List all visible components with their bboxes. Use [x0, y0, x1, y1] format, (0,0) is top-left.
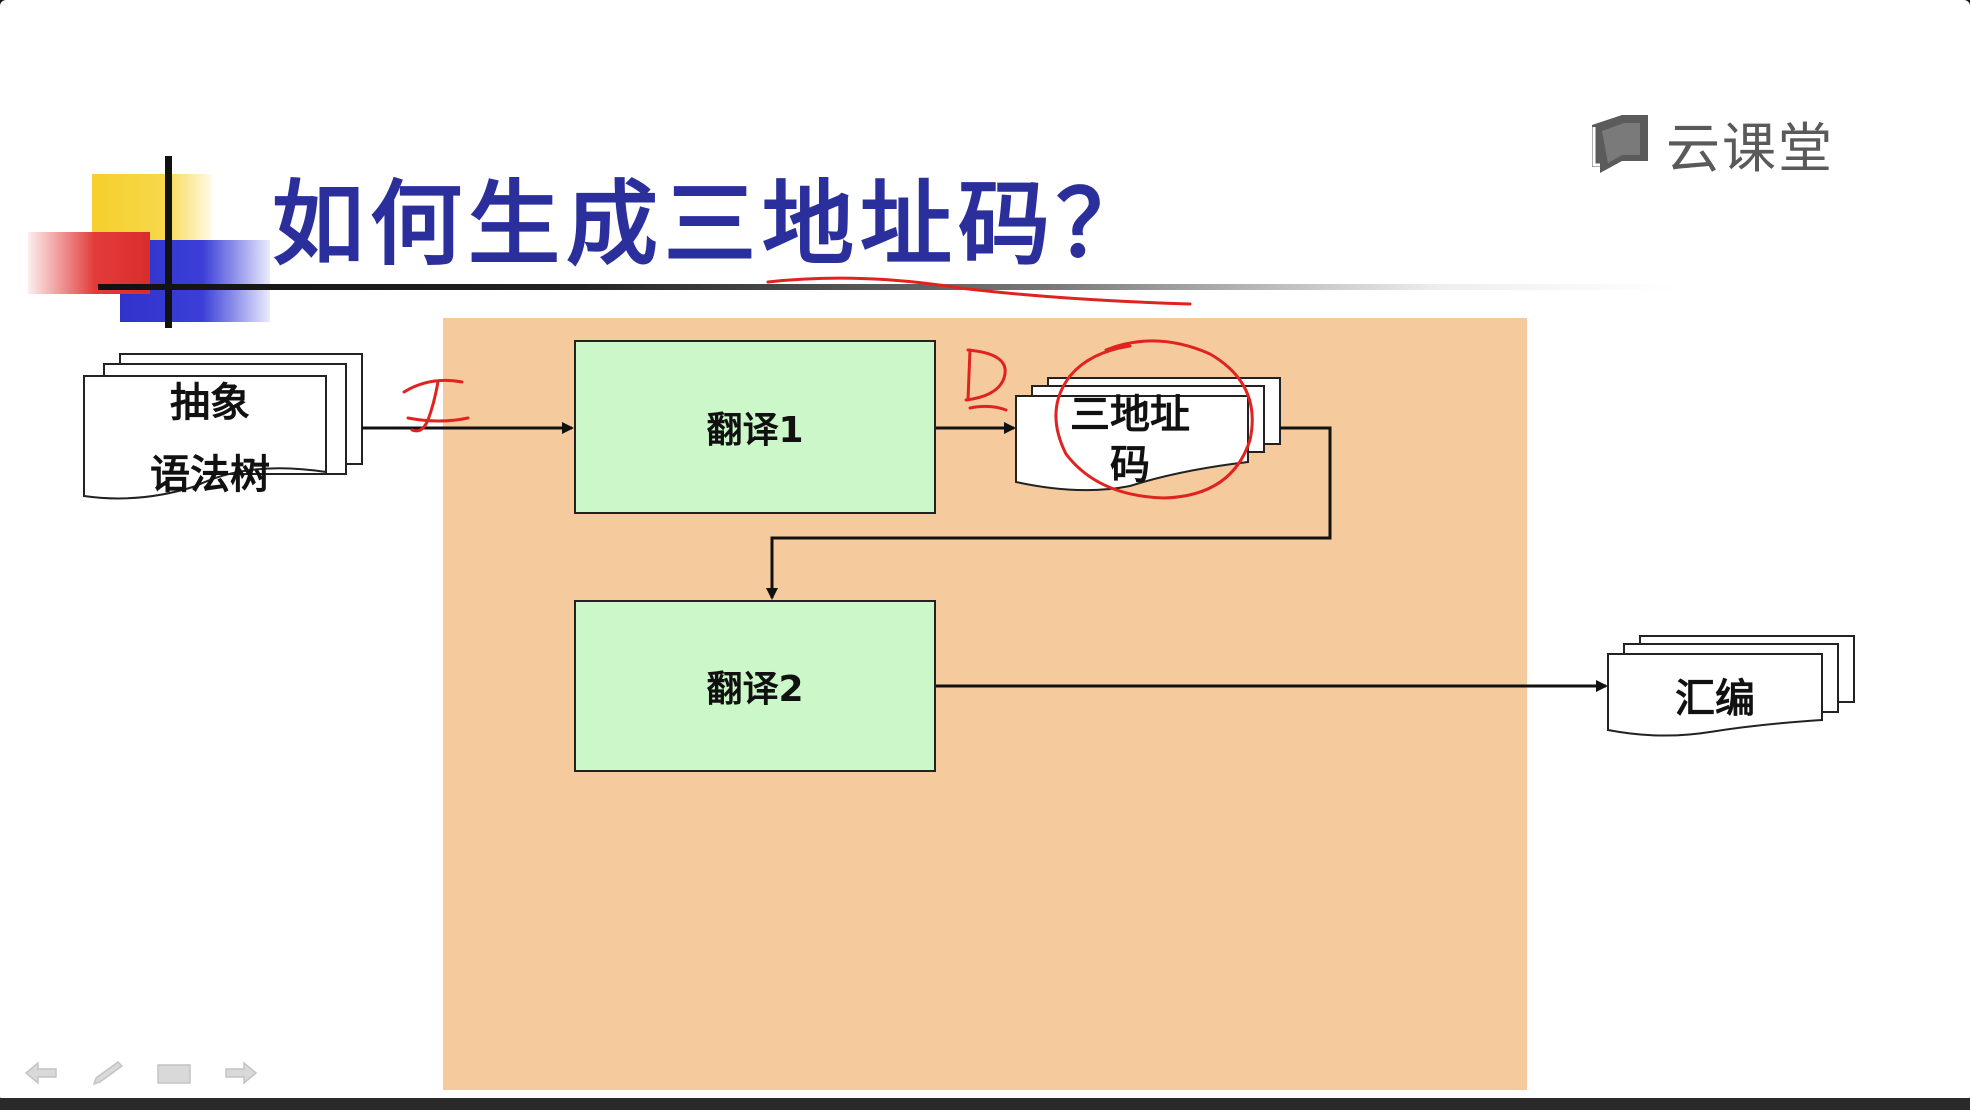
slide-nav-bar: [22, 1058, 260, 1088]
ink-letter-i: [402, 378, 470, 433]
bottom-strip: [0, 1098, 1970, 1110]
arrow-right-icon[interactable]: [220, 1058, 260, 1088]
book-icon: [1592, 114, 1648, 173]
decor-red-square: [28, 232, 150, 294]
middle-doc-label-line2: 码: [1110, 442, 1150, 488]
ink-circle-tac: [1054, 339, 1254, 500]
slide-title: 如何生成三地址码？: [272, 171, 1155, 278]
screen-icon[interactable]: [154, 1058, 194, 1088]
middle-doc-label-line1: 三地址: [1070, 392, 1190, 438]
translate2-box: 翻译2: [574, 600, 936, 772]
logo: 云课堂: [1588, 104, 1834, 183]
output-doc-label: 汇编: [1675, 676, 1755, 722]
input-doc-label-line2: 语法树: [150, 452, 270, 498]
middle-document-stack: [1015, 377, 1281, 492]
logo-text: 云课堂: [1666, 117, 1834, 180]
pen-icon[interactable]: [88, 1058, 128, 1088]
ink-letter-d: [964, 348, 1008, 412]
output-document-stack: [1607, 635, 1855, 737]
decor-vertical-line: [165, 156, 172, 328]
translate1-box: 翻译1: [574, 340, 936, 514]
input-document-stack: [83, 353, 363, 500]
arrow-left-icon[interactable]: [22, 1058, 62, 1088]
input-doc-label-line1: 抽象: [170, 380, 250, 426]
title-underline-rule: [98, 284, 1678, 290]
arrow-tac-to-translate2: [766, 426, 1332, 600]
ink-title-underline: [766, 276, 1192, 306]
